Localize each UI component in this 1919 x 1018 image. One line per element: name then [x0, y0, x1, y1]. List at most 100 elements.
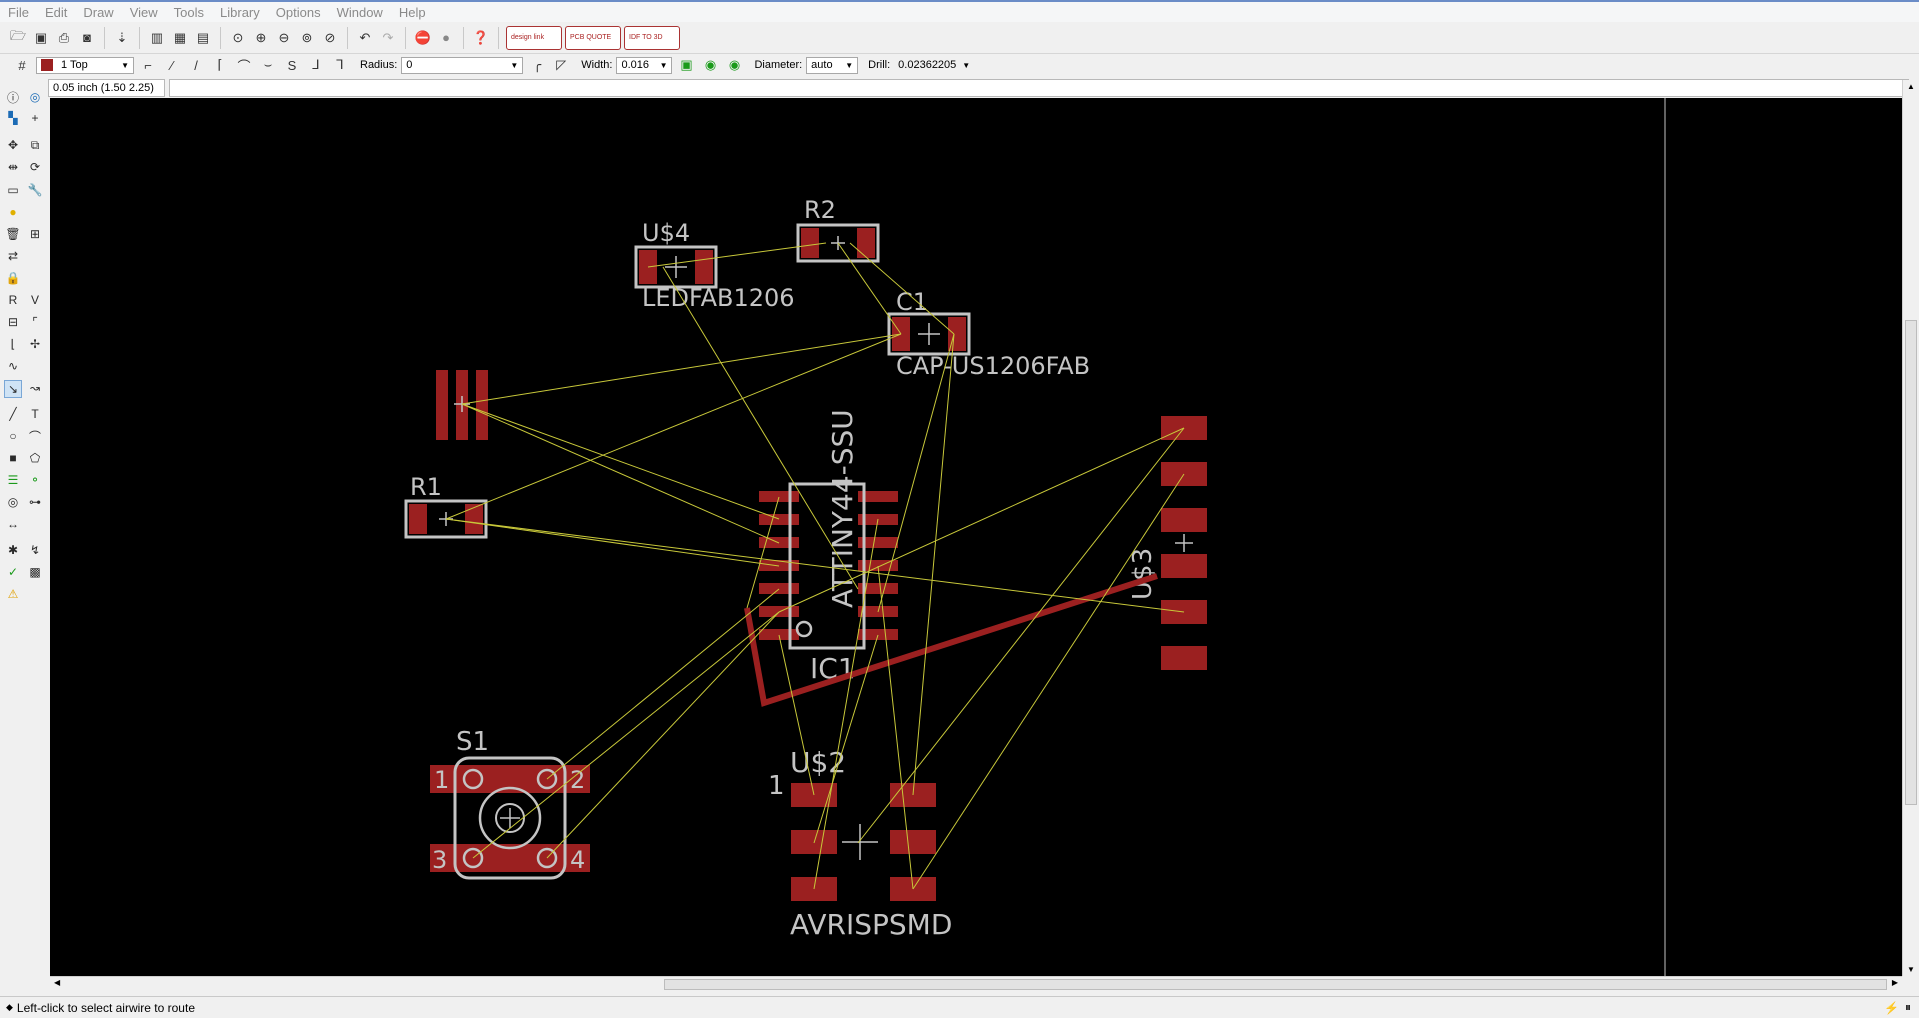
miter-round-icon[interactable]: ╭: [533, 57, 542, 72]
run-script-icon[interactable]: ⇣: [116, 29, 128, 45]
board-svg[interactable]: U$4 LEDFAB1206 R2 C1 CAP-US1206FAB: [50, 98, 1902, 976]
autorouter-icon[interactable]: ↯: [29, 543, 41, 557]
routed-trace[interactable]: [744, 573, 1158, 707]
board-icon[interactable]: ▤: [196, 29, 210, 45]
dimension-icon[interactable]: ↔: [7, 517, 19, 531]
menu-edit[interactable]: Edit: [44, 4, 68, 20]
c1-capacitor-package[interactable]: [887, 312, 971, 356]
meander-icon[interactable]: ∿: [7, 359, 19, 373]
r1-resistor-package[interactable]: [404, 499, 488, 539]
menu-draw[interactable]: Draw: [83, 4, 114, 20]
width-select[interactable]: 0.016 ▼: [616, 56, 673, 74]
replace-icon[interactable]: ⇄: [7, 249, 19, 263]
ratsnest-icon[interactable]: ✱: [7, 543, 19, 557]
rectangle-icon[interactable]: ■: [9, 451, 17, 465]
u3-header-package[interactable]: [1161, 416, 1207, 670]
menu-window[interactable]: Window: [336, 4, 383, 20]
via-icon[interactable]: ☰: [7, 473, 19, 487]
hole-icon[interactable]: ◎: [7, 495, 19, 509]
scroll-right-icon[interactable]: ▶: [1891, 978, 1898, 987]
erc-icon[interactable]: ✓: [7, 565, 19, 579]
u2-avrisp-package[interactable]: [791, 783, 936, 901]
stop-icon[interactable]: ⛔: [414, 29, 432, 45]
bend-style-6-icon[interactable]: S: [287, 57, 297, 73]
menu-file[interactable]: File: [8, 4, 29, 20]
grid-icon[interactable]: #: [18, 57, 26, 73]
change-icon[interactable]: 🔧: [27, 183, 43, 197]
board-canvas[interactable]: U$4 LEDFAB1206 R2 C1 CAP-US1206FAB: [50, 98, 1902, 976]
miter-icon[interactable]: ⌜: [32, 315, 38, 329]
horizontal-scrollbar[interactable]: ◀ ▶: [50, 976, 1902, 992]
print-icon[interactable]: ⎙: [58, 29, 70, 45]
scroll-down-icon[interactable]: ▼: [1907, 965, 1915, 974]
menu-tools[interactable]: Tools: [173, 4, 205, 20]
schematic-icon[interactable]: ▦: [173, 29, 187, 45]
wire-icon[interactable]: ╱: [9, 407, 17, 421]
drc-icon[interactable]: ▩: [29, 565, 41, 579]
group-icon[interactable]: ▭: [7, 183, 19, 197]
menu-help[interactable]: Help: [398, 4, 426, 20]
vertical-scroll-thumb[interactable]: [1905, 320, 1917, 805]
via-octagon-icon[interactable]: ◉: [728, 57, 741, 72]
bend-style-4-icon[interactable]: ⌒: [237, 58, 251, 74]
attribute-icon[interactable]: ⊶: [29, 495, 41, 509]
zoom-select-icon[interactable]: ⊘: [324, 29, 336, 45]
layer-select[interactable]: 1 Top ▼: [36, 56, 134, 74]
circle-icon[interactable]: ○: [9, 429, 17, 443]
s1-switch-package[interactable]: [430, 756, 590, 880]
mark-icon[interactable]: +: [31, 111, 39, 125]
delete-icon[interactable]: 🗑: [5, 227, 21, 241]
horizontal-scroll-thumb[interactable]: [664, 979, 1887, 990]
airwires[interactable]: [445, 242, 1185, 890]
optimize-icon[interactable]: ✢: [29, 337, 41, 351]
text-icon[interactable]: T: [31, 407, 39, 421]
ripup-icon[interactable]: ↝: [29, 381, 41, 395]
paste-icon[interactable]: ●: [9, 205, 17, 219]
go-icon[interactable]: ●: [442, 30, 450, 45]
via-square-icon[interactable]: ▣: [680, 57, 693, 72]
vertical-scrollbar[interactable]: ▲ ▼: [1902, 80, 1919, 976]
design-link-button[interactable]: design link: [506, 25, 562, 50]
scroll-left-icon[interactable]: ◀: [54, 978, 61, 987]
bend-style-5-icon[interactable]: ⌣: [263, 57, 273, 72]
redo-icon[interactable]: ↷: [382, 29, 394, 45]
bend-style-0-icon[interactable]: ⌐: [144, 57, 152, 73]
move-icon[interactable]: ✥: [7, 138, 19, 152]
bend-style-3-icon[interactable]: ⌈: [217, 57, 223, 72]
layers-icon[interactable]: ▚: [8, 111, 18, 125]
miter-straight-icon[interactable]: ◸: [556, 57, 567, 72]
help-icon[interactable]: ❓: [472, 29, 490, 45]
undo-icon[interactable]: ↶: [359, 29, 371, 45]
value-icon[interactable]: V: [30, 293, 39, 307]
open-icon[interactable]: 🗁: [9, 27, 27, 43]
smash-icon[interactable]: ⊟: [7, 315, 19, 329]
zoom-in-icon[interactable]: ⊕: [255, 29, 267, 45]
menu-view[interactable]: View: [129, 4, 158, 20]
save-icon[interactable]: ▣: [34, 29, 48, 45]
polygon-icon[interactable]: ⬠: [29, 451, 41, 465]
lock-icon[interactable]: 🔒: [5, 271, 21, 285]
diameter-select[interactable]: auto ▼: [806, 56, 859, 74]
scroll-up-icon[interactable]: ▲: [1907, 82, 1915, 91]
zoom-fit-icon[interactable]: ⊙: [232, 29, 244, 45]
layers-icon[interactable]: ▥: [150, 29, 164, 45]
rotate-icon[interactable]: ⟳: [29, 160, 41, 174]
mirror-icon[interactable]: ⇹: [7, 160, 19, 174]
radius-select[interactable]: 0 ▼: [401, 56, 524, 74]
zoom-out-icon[interactable]: ⊖: [278, 29, 290, 45]
menu-options[interactable]: Options: [275, 4, 321, 20]
info-icon[interactable]: ⓘ: [6, 90, 19, 105]
bend-style-8-icon[interactable]: ⅂: [336, 57, 344, 72]
status-stop-icon[interactable]: ⏸: [1904, 1000, 1911, 1014]
add-icon[interactable]: ⊞: [29, 227, 41, 241]
route-icon[interactable]: ↘: [4, 380, 22, 398]
copy-icon[interactable]: ⧉: [30, 137, 40, 152]
cam-icon[interactable]: ◙: [83, 30, 91, 45]
bend-style-2-icon[interactable]: /: [194, 57, 198, 73]
eye-icon[interactable]: ◎: [29, 90, 41, 104]
name-icon[interactable]: R: [8, 293, 18, 307]
split-icon[interactable]: ⌊: [10, 337, 16, 351]
drill-select[interactable]: 0.02362205 ▼: [894, 57, 970, 74]
via-round-icon[interactable]: ◉: [704, 57, 717, 72]
resonator-package[interactable]: [436, 370, 488, 440]
